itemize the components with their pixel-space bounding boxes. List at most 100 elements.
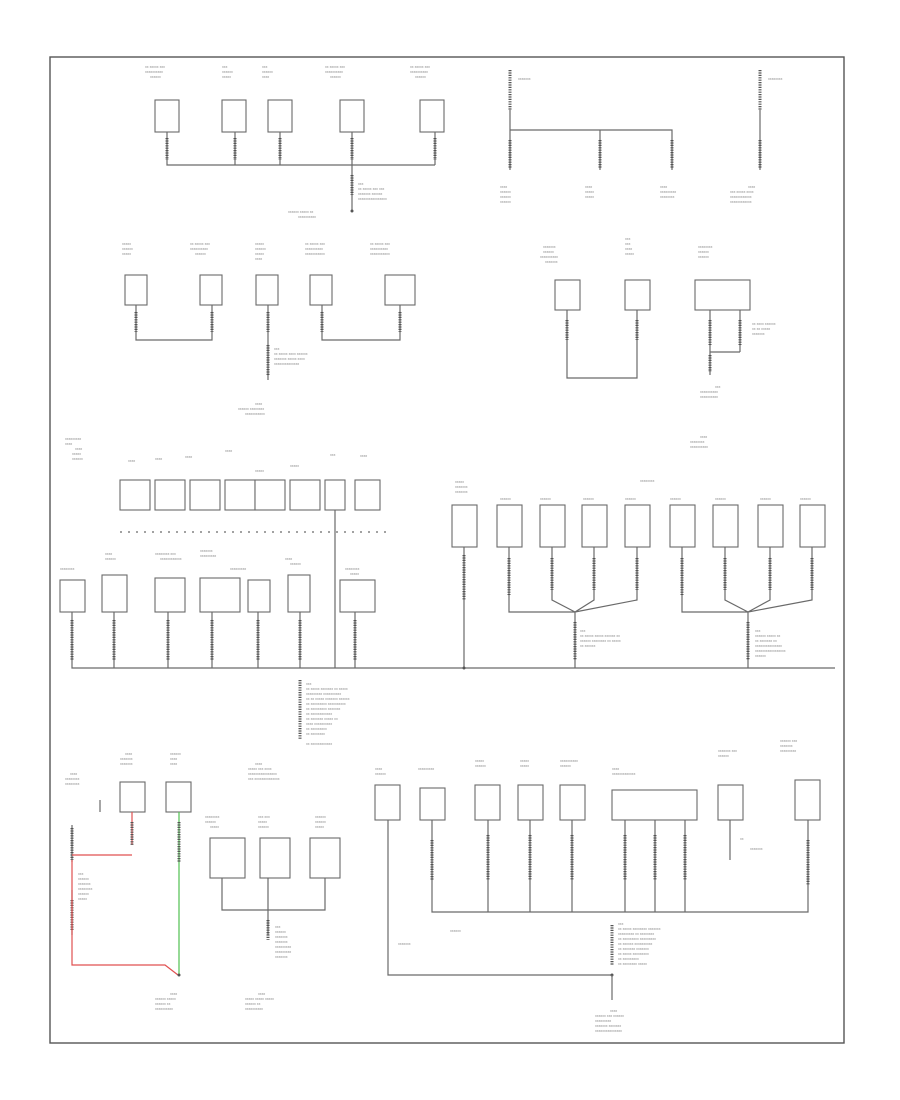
svg-text:xxxxxxx: xxxxxxx bbox=[455, 485, 468, 489]
svg-text:xxxxxxxxxx: xxxxxxxxxx bbox=[190, 247, 208, 251]
svg-text:xxxxxxxxxxxxxxxx: xxxxxxxxxxxxxxxx bbox=[248, 772, 277, 776]
svg-text:xxxx: xxxx bbox=[70, 772, 77, 776]
svg-text:xxxxx: xxxxx bbox=[255, 469, 264, 473]
svg-text:xxx: xxx bbox=[715, 385, 721, 389]
svg-text:xxxx: xxxx bbox=[125, 752, 132, 756]
svg-text:xxxxx xxx xxxx: xxxxx xxx xxxx bbox=[248, 767, 272, 771]
svg-text:xxxxxx: xxxxxx bbox=[583, 497, 594, 501]
svg-text:xxxxxxx: xxxxxxx bbox=[543, 245, 556, 249]
svg-text:xxxxxx: xxxxxx bbox=[122, 247, 133, 251]
svg-text:xxxxxxxxxxxxxxx: xxxxxxxxxxxxxxx bbox=[595, 1029, 622, 1033]
svg-text:xxxxxx: xxxxxx bbox=[315, 820, 326, 824]
svg-text:xxx: xxx bbox=[306, 682, 312, 686]
svg-text:xxxxx: xxxxx bbox=[72, 452, 81, 456]
svg-text:xxx: xxx bbox=[625, 237, 631, 241]
svg-text:xxxxxx: xxxxxx bbox=[315, 815, 326, 819]
svg-text:xxxxx: xxxxx bbox=[222, 75, 231, 79]
svg-text:xx xxxxx xxx: xx xxxxx xxx bbox=[325, 65, 345, 69]
svg-text:xx xxxxxxx xxxxxxx: xx xxxxxxx xxxxxxx bbox=[618, 947, 649, 951]
svg-text:xxxxx: xxxxx bbox=[585, 190, 594, 194]
svg-text:xxxxxxx: xxxxxxx bbox=[545, 260, 558, 264]
svg-text:xxxxxxxx: xxxxxxxx bbox=[640, 479, 655, 483]
svg-text:xxxxx: xxxxx bbox=[520, 764, 529, 768]
svg-text:xxxxxxxxxxx: xxxxxxxxxxx bbox=[305, 252, 325, 256]
svg-text:xxx: xxx bbox=[580, 629, 586, 633]
svg-text:xxxxxxxxxxxx: xxxxxxxxxxxx bbox=[160, 557, 182, 561]
svg-text:xxxx: xxxx bbox=[170, 992, 177, 996]
svg-text:xxxxxx: xxxxxx bbox=[170, 752, 181, 756]
svg-text:xxxxxxxxxxxxxx: xxxxxxxxxxxxxx bbox=[274, 362, 299, 366]
svg-text:xxxxx: xxxxx bbox=[210, 825, 219, 829]
svg-text:xxxxxx: xxxxxx bbox=[715, 497, 726, 501]
svg-text:xxx xxx: xxx xxx bbox=[258, 815, 270, 819]
svg-text:xx xx xxxxx xxxxxxx xxxxxx: xx xx xxxxx xxxxxxx xxxxxx bbox=[306, 697, 350, 701]
svg-text:xxxxxx: xxxxxx bbox=[625, 497, 636, 501]
svg-text:xxxxxxxxxx: xxxxxxxxxx bbox=[410, 70, 428, 74]
svg-text:xxxxxxxxx: xxxxxxxxx bbox=[595, 1019, 611, 1023]
svg-text:xxxxxxx: xxxxxxx bbox=[275, 940, 288, 944]
svg-text:xxxx: xxxx bbox=[170, 757, 177, 761]
svg-text:xxxxxxxxx: xxxxxxxxx bbox=[418, 767, 434, 771]
svg-text:xxxxxxxx: xxxxxxxx bbox=[690, 440, 705, 444]
svg-text:xxxxxxxxx: xxxxxxxxx bbox=[230, 567, 246, 571]
svg-text:xxxxxx: xxxxxx bbox=[543, 250, 554, 254]
svg-text:xx xxxxx xxxxx xxxxxx xx: xx xxxxx xxxxx xxxxxx xx bbox=[580, 634, 620, 638]
svg-text:xxxxxxxxxx: xxxxxxxxxx bbox=[700, 390, 718, 394]
svg-text:xx xxxxx xxxxxxx xx xxxxx: xx xxxxx xxxxxxx xx xxxxx bbox=[306, 687, 348, 691]
svg-text:xxxxxx: xxxxxx bbox=[255, 247, 266, 251]
svg-text:xxxxx: xxxxx bbox=[122, 242, 131, 246]
svg-text:xxxxxxx: xxxxxxx bbox=[120, 757, 133, 761]
svg-text:xxx: xxx bbox=[755, 629, 761, 633]
svg-text:xxxx: xxxx bbox=[500, 185, 507, 189]
svg-text:xxxxxxx: xxxxxxx bbox=[398, 942, 411, 946]
svg-text:xxxxxxxx: xxxxxxxx bbox=[78, 887, 93, 891]
svg-text:xxxxxxxxxxx: xxxxxxxxxxx bbox=[370, 252, 390, 256]
svg-text:xxxx: xxxx bbox=[375, 767, 382, 771]
svg-text:xxxx: xxxx bbox=[258, 992, 265, 996]
svg-text:xxxxxx xxxxx xx: xxxxxx xxxxx xx bbox=[755, 634, 781, 638]
svg-text:xxxxxxxxxxxx: xxxxxxxxxxxx bbox=[730, 200, 752, 204]
svg-text:xxxxx xxxxx xxxxx: xxxxx xxxxx xxxxx bbox=[245, 997, 274, 1001]
svg-text:xxxxxxxxxxxxxxxx: xxxxxxxxxxxxxxxx bbox=[358, 197, 387, 201]
svg-text:xxxxxxxxx xx xxxxxxxx: xxxxxxxxx xx xxxxxxxx bbox=[618, 932, 654, 936]
svg-text:xxxxxxx: xxxxxxx bbox=[275, 955, 288, 959]
svg-text:xxxxxxxxxx: xxxxxxxxxx bbox=[325, 70, 343, 74]
svg-text:xxxxxx xxxxx: xxxxxx xxxxx bbox=[155, 997, 176, 1001]
svg-text:xxxxxxxxxxxx: xxxxxxxxxxxx bbox=[730, 195, 752, 199]
svg-text:xx xxxxxx: xx xxxxxx bbox=[580, 644, 596, 648]
svg-text:xxxxxxx: xxxxxxx bbox=[275, 935, 288, 939]
svg-text:xxxxxx: xxxxxx bbox=[698, 255, 709, 259]
svg-text:xxxxxx: xxxxxx bbox=[800, 497, 811, 501]
svg-text:xxxxxxxx: xxxxxxxx bbox=[65, 777, 80, 781]
svg-text:xxxxxx: xxxxxx bbox=[698, 250, 709, 254]
svg-text:xxxx xxxxxxxxxx: xxxx xxxxxxxxxx bbox=[306, 722, 332, 726]
svg-text:xxxx: xxxx bbox=[610, 1009, 617, 1013]
svg-text:xxxxxxx: xxxxxxx bbox=[200, 549, 213, 553]
svg-text:xxxxxx: xxxxxx bbox=[330, 75, 341, 79]
svg-text:xxxxxx: xxxxxx bbox=[540, 497, 551, 501]
svg-text:xx xxxxxxxxxxxx: xx xxxxxxxxxxxx bbox=[306, 712, 332, 716]
svg-text:xxxxxx: xxxxxx bbox=[670, 497, 681, 501]
svg-text:xx xxxxx xxx xxx: xx xxxxx xxx xxx bbox=[358, 187, 385, 191]
svg-text:xxxxxx: xxxxxx bbox=[500, 200, 511, 204]
svg-text:xxxxxxxxxx: xxxxxxxxxx bbox=[305, 247, 323, 251]
svg-text:xxxxxxxxxxxxxxx: xxxxxxxxxxxxxxx bbox=[755, 644, 782, 648]
svg-text:xxxxxx: xxxxxx bbox=[222, 70, 233, 74]
svg-text:xxxxxxxx xxx: xxxxxxxx xxx bbox=[155, 552, 176, 556]
svg-text:xx xxxxxxx xx: xx xxxxxxx xx bbox=[755, 639, 777, 643]
svg-text:xxxxxx: xxxxxx bbox=[78, 892, 89, 896]
svg-text:xxxxxx: xxxxxx bbox=[500, 497, 511, 501]
svg-text:xxxxxx: xxxxxx bbox=[290, 562, 301, 566]
svg-text:xxxxxx: xxxxxx bbox=[205, 820, 216, 824]
svg-text:xxxxxxxxxx: xxxxxxxxxx bbox=[560, 759, 578, 763]
svg-text:xxxx: xxxx bbox=[185, 455, 192, 459]
svg-text:xxxxxx: xxxxxx bbox=[475, 764, 486, 768]
svg-text:xx xxxxxxxxx xxxxxxx: xx xxxxxxxxx xxxxxxx bbox=[306, 707, 341, 711]
svg-text:xx xxxxxxx xxxxx xx: xx xxxxxxx xxxxx xx bbox=[306, 717, 338, 721]
svg-text:xxxx: xxxx bbox=[105, 552, 112, 556]
svg-text:xx xxxxxx xxxxxxxxxx: xx xxxxxx xxxxxxxxxx bbox=[618, 942, 653, 946]
svg-text:xxxxx: xxxxx bbox=[625, 252, 634, 256]
